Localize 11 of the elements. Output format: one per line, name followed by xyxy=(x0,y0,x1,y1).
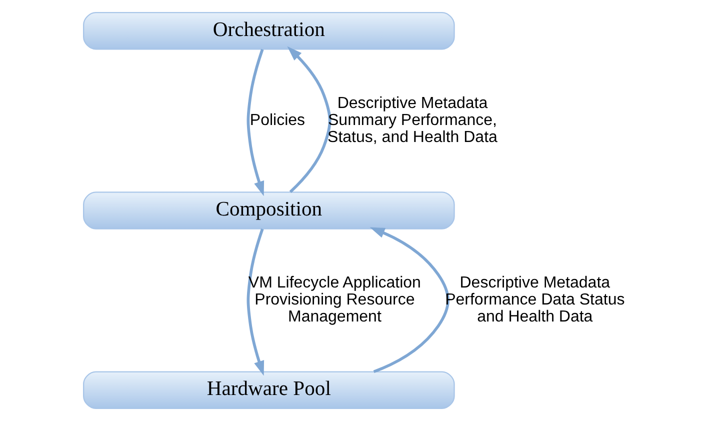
node-box: Composition xyxy=(82,192,454,230)
edge-label: Descriptive Metadata Summary Performance, Status, and Health Data xyxy=(327,94,497,146)
edge-label: VM Lifecycle Application Provisioning Resource Management xyxy=(248,274,420,326)
arrow xyxy=(369,227,449,374)
arrow xyxy=(246,48,264,196)
edge-label: Policies xyxy=(249,112,305,129)
node-box: Orchestration xyxy=(82,12,454,50)
arrow xyxy=(286,46,331,194)
edge-label: Descriptive Metadata Performance Data Status and Health Data xyxy=(444,274,624,326)
arrow xyxy=(246,228,264,376)
node-box: Hardware Pool xyxy=(82,371,454,409)
